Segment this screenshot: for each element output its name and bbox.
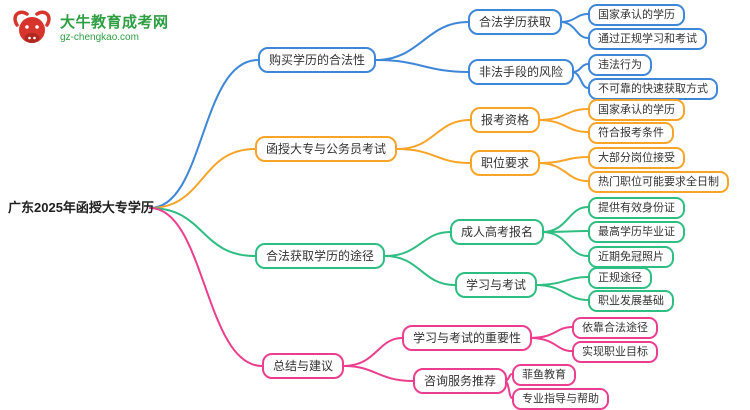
branch-node: 合法获取学历的途径: [255, 243, 386, 269]
leaf-node: 国家承认的学历: [588, 4, 685, 26]
leaf-node: 菲鱼教育: [512, 364, 576, 386]
branch-node: 购买学历的合法性: [258, 47, 377, 73]
leaf-node: 热门职位可能要求全日制: [588, 171, 729, 193]
leaf-node: 实现职业目标: [572, 341, 658, 363]
leaf-node: 职业发展基础: [588, 290, 674, 312]
connector: [149, 207, 263, 367]
connector: [343, 365, 414, 382]
site-logo[interactable]: 大牛教育成考网 gz-chengkao.com: [10, 7, 169, 51]
bull-icon: [13, 10, 51, 43]
connector: [396, 148, 471, 164]
branch-node: 函授大专与公务员考试: [255, 136, 398, 162]
branch-node: 总结与建议: [262, 353, 345, 379]
connector: [534, 276, 589, 286]
connector: [571, 63, 589, 73]
site-name: 大牛教育成考网: [60, 14, 169, 31]
connector: [375, 59, 469, 73]
leaf-node: 大部分岗位接受: [588, 147, 685, 169]
leaf-node: 专业指导与帮助: [512, 388, 609, 410]
topic-node: 学习与考试的重要性: [402, 325, 533, 351]
leaf-node: 符合报考条件: [588, 122, 674, 144]
connector: [149, 148, 256, 209]
root-node: 广东2025年函授大专学历: [8, 200, 154, 215]
connector: [396, 119, 471, 150]
connector: [571, 71, 589, 89]
leaf-node: 通过正规学习和考试: [588, 28, 707, 50]
leaf-node: 最高学历毕业证: [588, 221, 685, 243]
site-url: gz-chengkao.com: [60, 32, 139, 43]
connector: [149, 59, 259, 209]
topic-node: 咨询服务推荐: [413, 368, 508, 394]
leaf-node: 提供有效身份证: [588, 197, 685, 219]
topic-node: 职位要求: [470, 150, 541, 176]
topic-node: 非法手段的风险: [468, 59, 575, 85]
connector: [537, 119, 589, 133]
connector: [541, 231, 589, 257]
connector: [529, 326, 573, 339]
site-logo-text: 大牛教育成考网 gz-chengkao.com: [60, 14, 169, 44]
connector: [384, 231, 451, 257]
topic-node: 合法学历获取: [468, 9, 563, 35]
leaf-node: 依靠合法途径: [572, 317, 658, 339]
connector: [375, 21, 469, 61]
connector: [384, 255, 456, 286]
connector: [343, 337, 403, 367]
connector: [559, 13, 589, 23]
topic-node: 成人高考报名: [450, 219, 545, 245]
leaf-node: 正规途径: [588, 267, 652, 289]
connector: [537, 156, 589, 164]
leaf-node: 违法行为: [588, 54, 652, 76]
topic-node: 学习与考试: [455, 272, 538, 298]
connector: [541, 230, 589, 233]
connector: [537, 108, 589, 121]
topic-node: 报考资格: [470, 107, 541, 133]
connector: [534, 284, 589, 301]
leaf-node: 近期免冠照片: [588, 246, 674, 268]
connector: [541, 206, 589, 233]
connector: [559, 21, 589, 39]
leaf-node: 国家承认的学历: [588, 99, 685, 121]
connector: [537, 162, 589, 182]
connector: [149, 207, 256, 257]
leaf-node: 不可靠的快速获取方式: [588, 78, 718, 100]
connector: [529, 337, 573, 352]
